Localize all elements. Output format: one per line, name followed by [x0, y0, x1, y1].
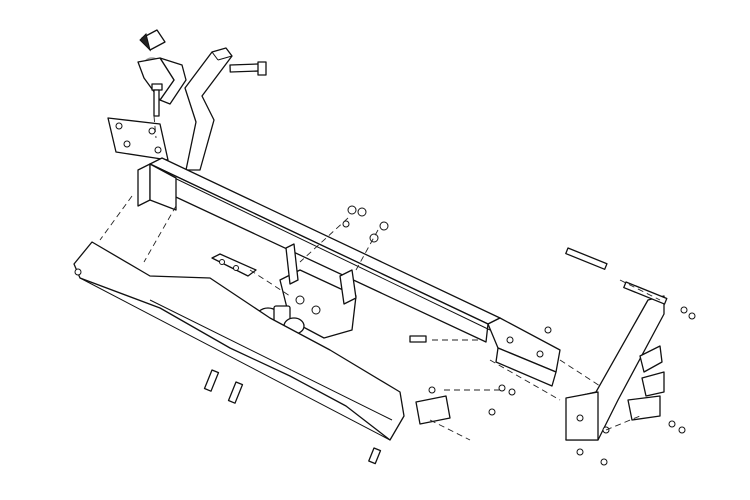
bottom-mount-bracket — [415, 395, 451, 425]
nuts-washers-right — [576, 306, 696, 466]
long-bolt-right — [565, 247, 668, 305]
left-upper-bracket — [137, 57, 187, 105]
nuts-washers-center — [342, 205, 389, 243]
bolt-left-top — [151, 83, 163, 117]
nuts-washers-bottom — [428, 326, 552, 416]
left-flange-plate — [107, 117, 169, 161]
direction-arrow-icon — [139, 29, 166, 52]
right-side-arm — [565, 295, 665, 441]
assembly-guide-lines — [99, 115, 661, 441]
bolts-lower-left — [203, 335, 427, 465]
right-end-bracket — [487, 317, 561, 387]
right-small-brackets — [627, 345, 665, 421]
bolt-upper-arm — [229, 61, 267, 76]
left-end-block — [137, 163, 177, 211]
bumper-reinforcement-beam — [73, 241, 405, 441]
left-support-arm — [184, 47, 233, 171]
electrical-socket-plate — [211, 253, 257, 277]
main-crossbar — [147, 157, 501, 343]
